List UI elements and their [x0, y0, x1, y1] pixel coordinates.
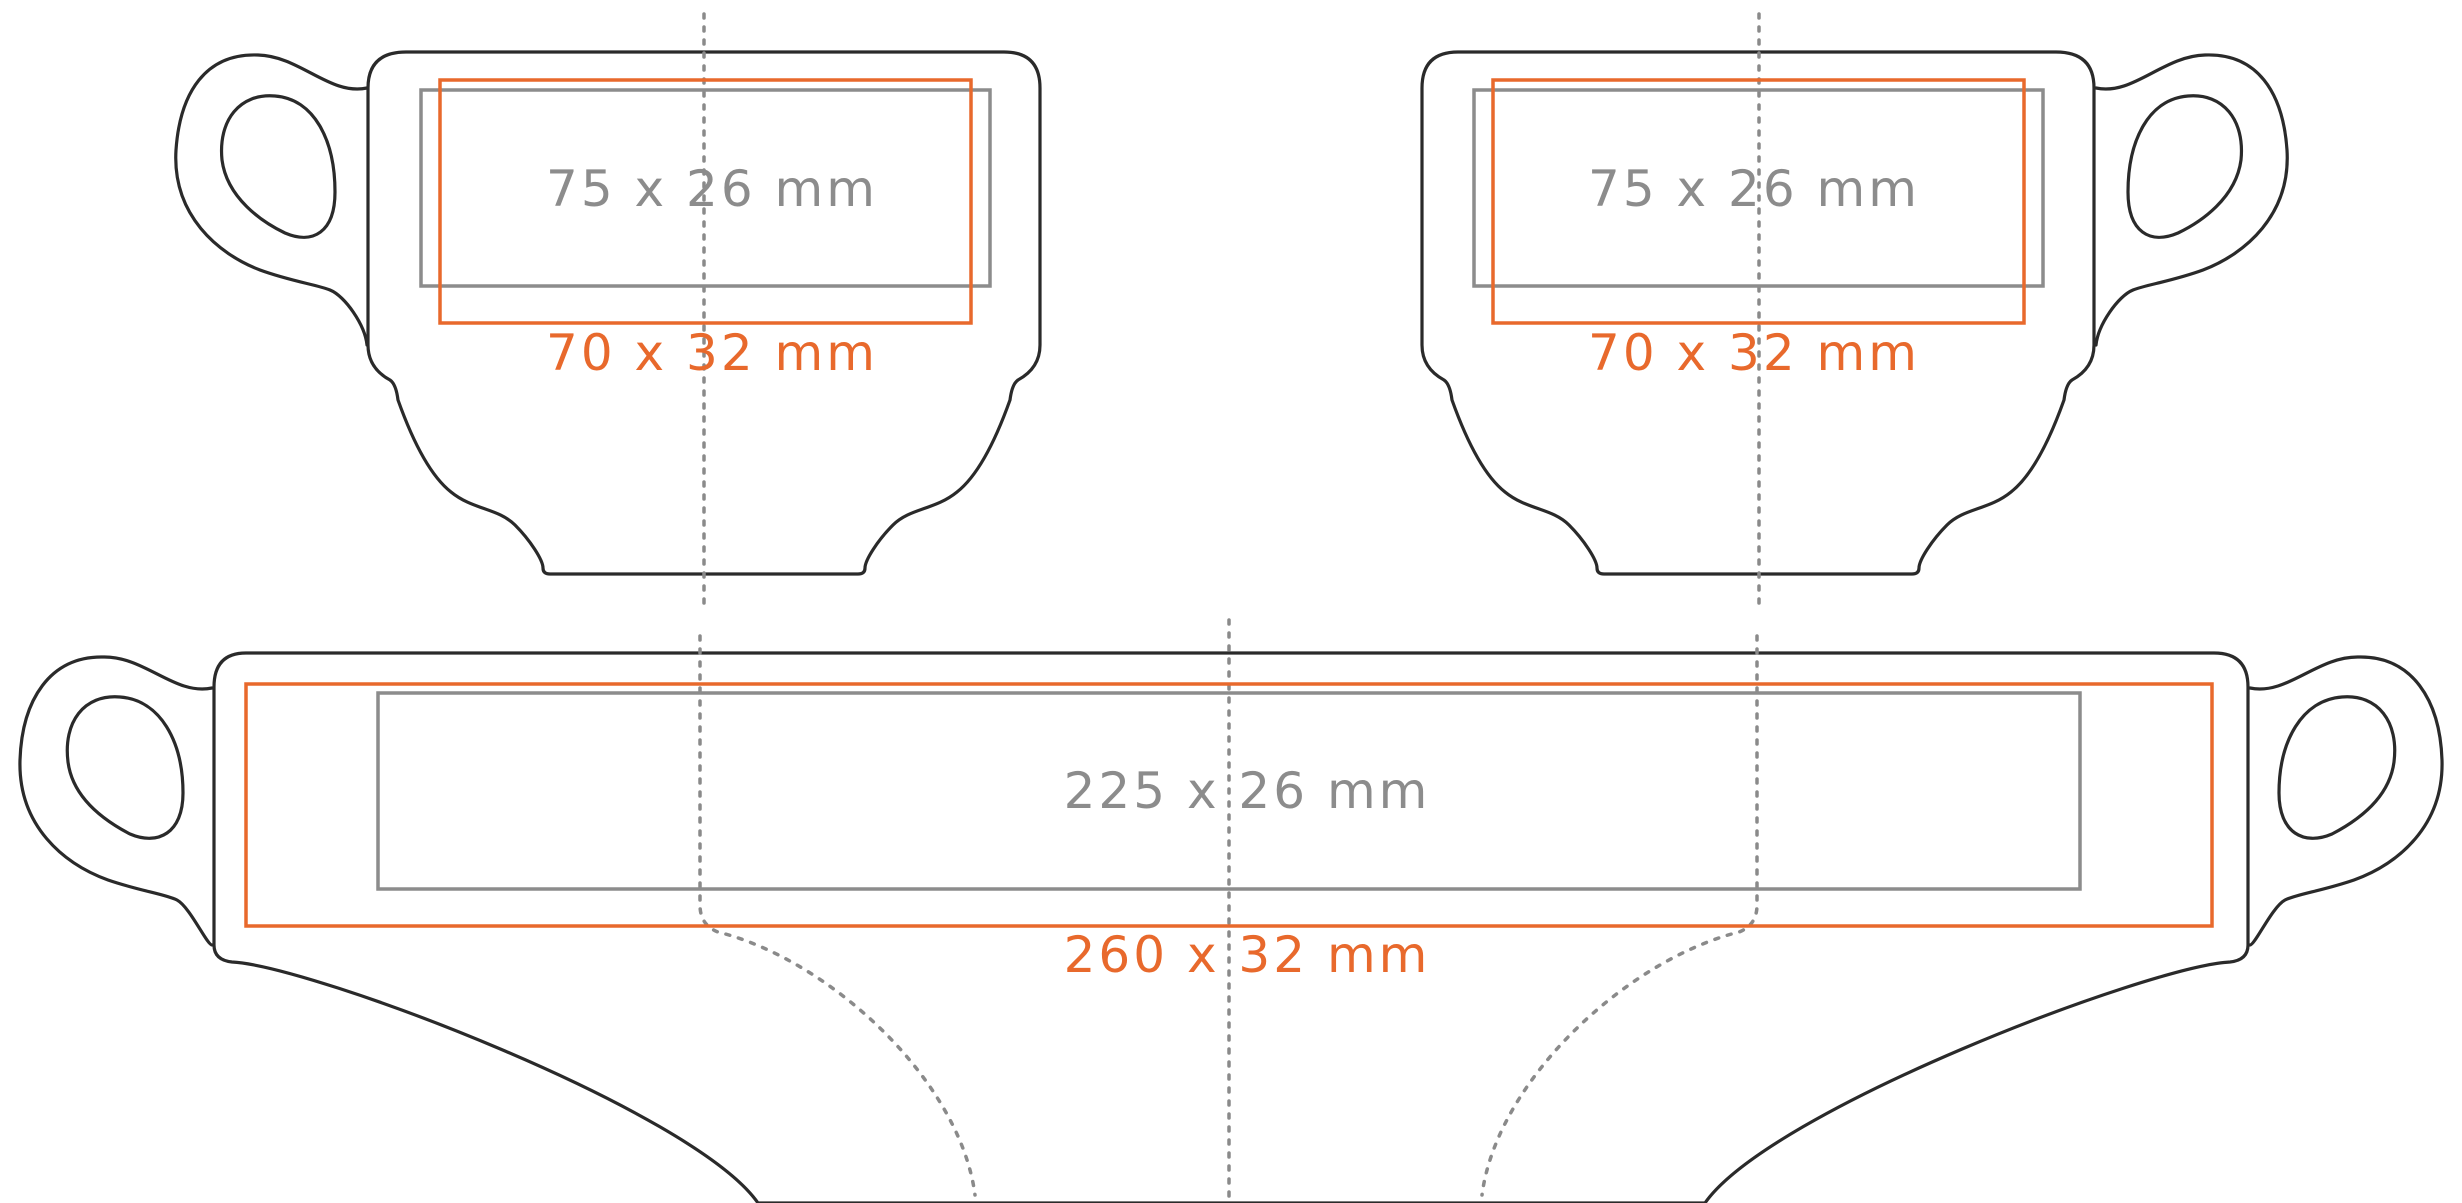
print-area-bottom-outer	[244, 682, 2214, 928]
print-area-top-left	[419, 78, 992, 325]
cup-top-left-body	[366, 50, 1042, 576]
print-area-top-right-outer	[1491, 78, 2026, 325]
guide-bottom-right-curve	[1480, 634, 1759, 1197]
cup-top-left	[174, 50, 1042, 576]
cup-bottom-handle-right-hole	[2277, 695, 2397, 840]
label-bottom-inner: 225 x 26 mm	[1064, 762, 1431, 820]
label-top-left-outer: 70 x 32 mm	[546, 324, 878, 382]
cup-bottom-handle-right	[2248, 655, 2444, 947]
alignment-guides	[698, 12, 1761, 1202]
cup-top-left-handle-hole	[219, 94, 337, 239]
guide-bottom-left-curve	[698, 634, 977, 1197]
print-area-top-left-outer	[438, 78, 973, 325]
print-area-top-right	[1472, 78, 2045, 325]
print-area-top-left-inner	[419, 88, 992, 288]
label-top-left-inner: 75 x 26 mm	[546, 160, 878, 218]
label-top-right-outer: 70 x 32 mm	[1588, 324, 1920, 382]
cup-top-right	[1420, 50, 2289, 576]
cup-bottom	[18, 651, 2444, 1203]
cup-bottom-handle-left	[18, 655, 214, 947]
cup-top-right-handle-hole	[2126, 94, 2244, 239]
print-area-bottom	[244, 682, 2214, 928]
cup-bottom-handle-left-hole	[65, 695, 185, 840]
cup-top-right-handle	[2094, 53, 2289, 347]
cup-bottom-body	[212, 651, 2250, 1203]
label-bottom-outer: 260 x 32 mm	[1064, 926, 1431, 984]
print-area-bottom-inner	[376, 691, 2082, 891]
label-top-right-inner: 75 x 26 mm	[1588, 160, 1920, 218]
print-area-top-right-inner	[1472, 88, 2045, 288]
cup-top-right-body	[1420, 50, 2096, 576]
cup-top-left-handle	[174, 53, 369, 347]
